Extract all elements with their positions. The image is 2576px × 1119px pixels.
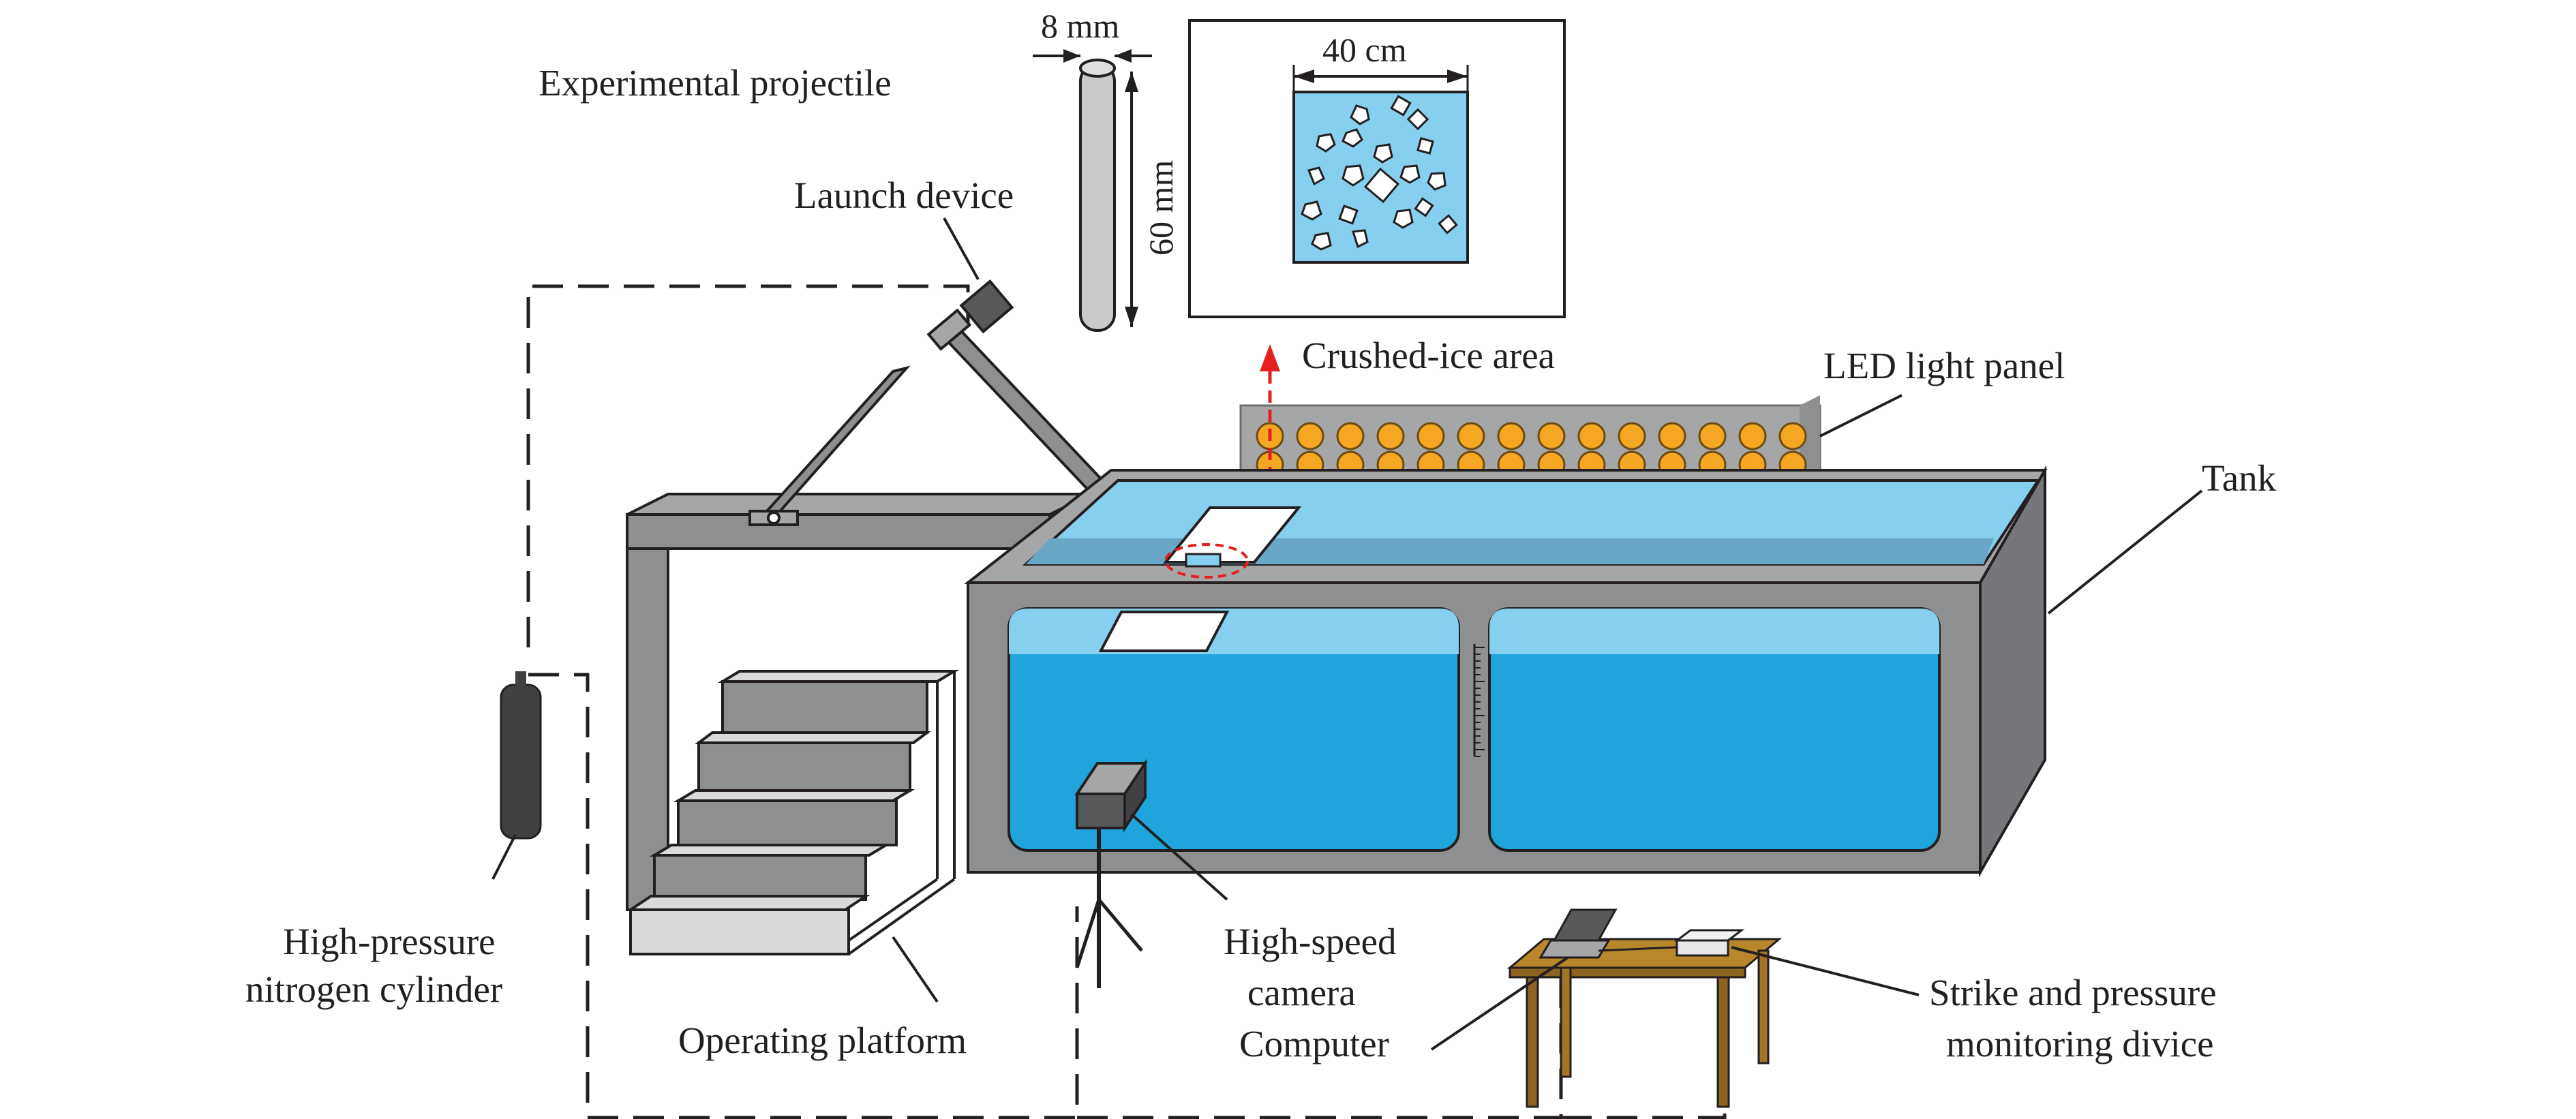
led-light (1698, 422, 1727, 450)
projectile-top (1079, 59, 1116, 78)
high-speed-camera (1074, 758, 1148, 988)
led-light (1778, 422, 1807, 450)
camera-label-line2: camera (1247, 972, 1356, 1013)
tank (964, 465, 2048, 878)
diameter-label: 8 mm (1041, 7, 1119, 45)
crushed-ice-inset: 40 cm (1188, 19, 1566, 318)
crushed-ice-label: Crushed-ice area (1302, 335, 1555, 376)
led-light (1416, 422, 1445, 450)
ice-fragments (1301, 95, 1458, 251)
impact-zone-marker (1164, 543, 1249, 579)
length-label: 60 mm (1142, 160, 1180, 256)
camera-label-line1: High-speed (1224, 921, 1397, 962)
led-light-panel (1239, 395, 1821, 479)
projectile-body (1079, 63, 1116, 332)
led-light (1296, 422, 1324, 450)
launch-device-label: Launch device (794, 174, 1014, 216)
led-light (1336, 422, 1365, 450)
monitor-label-line1: Strike and pressure (1929, 972, 2217, 1013)
nitrogen-cylinder (500, 671, 542, 840)
led-light (1457, 422, 1485, 450)
crushed-ice-arrow (1260, 344, 1280, 552)
cylinder-label-line2: nitrogen cylinder (245, 968, 502, 1010)
ruler-ticks (1474, 647, 1485, 757)
led-light (1537, 422, 1566, 450)
monitoring-device (1676, 939, 1729, 957)
projectile-inset: 8 mm 60 mm (1033, 7, 1180, 332)
led-light (1376, 422, 1405, 450)
led-light (1618, 422, 1646, 450)
cylinder-label-line1: High-pressure (283, 921, 496, 962)
platform-label: Operating platform (678, 1020, 967, 1061)
led-light (1738, 422, 1767, 450)
tank-label: Tank (2202, 457, 2277, 499)
stairs (626, 670, 960, 955)
computer-label: Computer (1239, 1023, 1389, 1064)
laptop (1539, 939, 1611, 959)
dashed-connection-lines (526, 284, 1727, 1119)
led-light (1497, 422, 1526, 450)
led-panel-label: LED light panel (1823, 345, 2065, 386)
ice-width-label: 40 cm (1322, 31, 1407, 69)
operating-platform (626, 491, 1092, 911)
led-light (1577, 422, 1606, 450)
led-light (1658, 422, 1686, 450)
monitor-label-line2: monitoring divice (1946, 1023, 2214, 1064)
projectile-label: Experimental projectile (539, 62, 892, 104)
desk (1506, 908, 1783, 1108)
